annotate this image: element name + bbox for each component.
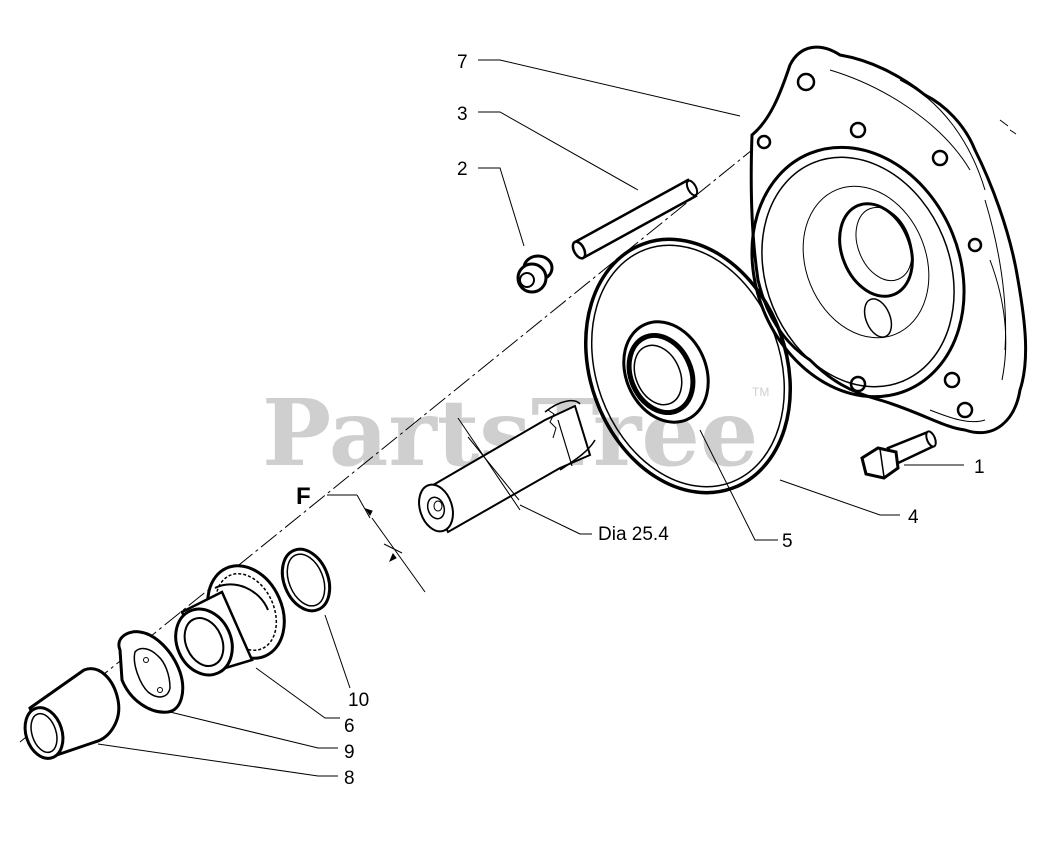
part-9-retainer-plate (117, 630, 185, 714)
section-marker: F (296, 483, 311, 510)
callout-6: 6 (344, 716, 355, 737)
callout-7: 7 (457, 52, 468, 73)
leader-10 (324, 614, 351, 689)
leader-9 (169, 711, 338, 749)
callout-4: 4 (908, 507, 919, 528)
callout-3: 3 (457, 104, 468, 125)
callout-8: 8 (344, 768, 355, 789)
watermark-trademark: TM (752, 385, 769, 399)
leader-6 (255, 667, 340, 719)
shaft-sleeve (418, 399, 596, 534)
part-10-small-o-ring (280, 547, 332, 613)
part-3-pin (571, 178, 699, 260)
dimension-lines (327, 417, 592, 593)
part-4-o-ring (583, 237, 793, 495)
leader-7 (478, 59, 741, 117)
callout-2: 2 (457, 159, 468, 180)
callout-leader-lines (97, 59, 964, 777)
leader-4 (779, 479, 900, 516)
part-7-housing (749, 45, 1028, 435)
part-6-gear-hub (174, 564, 286, 677)
leader-2 (478, 167, 525, 247)
dimension-label: Dia 25.4 (598, 524, 669, 545)
part-5-seal (622, 320, 710, 424)
part-1-bolt (860, 430, 937, 480)
part-2-plug (516, 254, 554, 294)
part-8-sleeve-cap (23, 667, 121, 760)
callout-labels: 7 3 2 1 4 5 10 6 9 8 Dia 25.4 F (296, 52, 985, 789)
callout-5: 5 (782, 531, 793, 552)
leader-3 (478, 111, 639, 191)
leader-8 (97, 743, 338, 777)
callout-10: 10 (348, 690, 369, 711)
callout-9: 9 (344, 742, 355, 763)
callout-1: 1 (974, 457, 985, 478)
leader-5 (699, 429, 778, 541)
